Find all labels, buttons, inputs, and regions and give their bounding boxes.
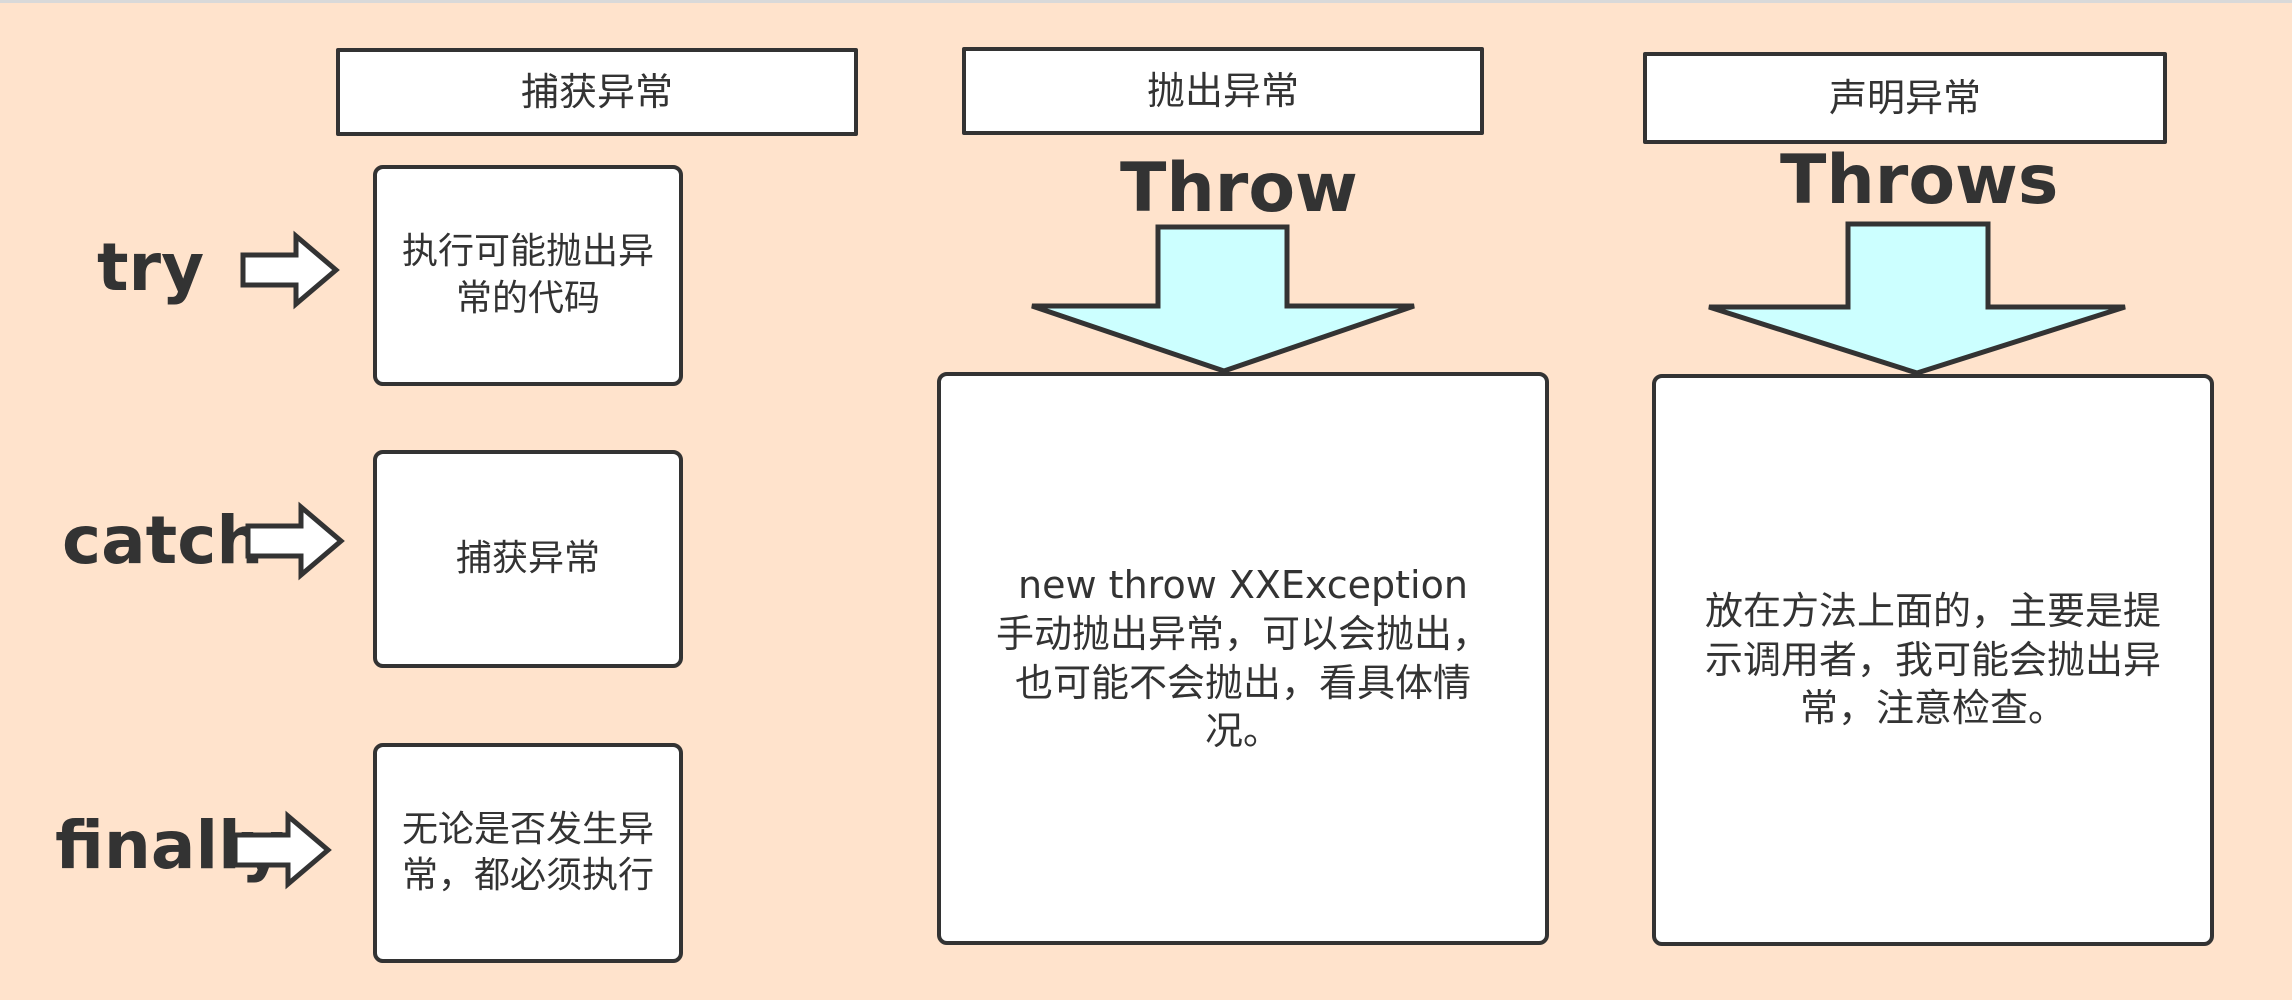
catch-description-box: 捕获异常 [373, 450, 683, 668]
catch-exception-title: 捕获异常 [520, 70, 673, 114]
try-keyword: try [97, 229, 205, 306]
throw-exception-header: 抛出异常 [962, 47, 1484, 135]
try-description: 执行可能抛出异常的代码 [401, 231, 654, 319]
catch-keyword: catch [62, 502, 264, 579]
throws-keyword: Throws [1780, 141, 2059, 220]
finally-description-box: 无论是否发生异常，都必须执行 [373, 743, 683, 963]
throws-description-box: 放在方法上面的，主要是提示调用者，我可能会抛出异常，注意检查。 [1652, 374, 2214, 946]
catch-arrow-icon [245, 501, 345, 581]
throw-keyword: Throw [1120, 149, 1358, 228]
throw-down-arrow-icon [1031, 224, 1415, 374]
throws-description: 放在方法上面的，主要是提示调用者，我可能会抛出异常，注意检查。 [1704, 589, 2161, 731]
declare-exception-header: 声明异常 [1643, 52, 2167, 144]
throws-down-arrow-icon [1708, 221, 2126, 376]
throw-description: new throw XXException 手动抛出异常，可以会抛出，也可能不会… [995, 563, 1490, 754]
declare-exception-title: 声明异常 [1828, 76, 1981, 120]
finally-description: 无论是否发生异常，都必须执行 [401, 808, 654, 896]
try-description-box: 执行可能抛出异常的代码 [373, 165, 683, 386]
finally-arrow-icon [232, 810, 332, 890]
try-arrow-icon [240, 230, 340, 310]
throw-description-box: new throw XXException 手动抛出异常，可以会抛出，也可能不会… [937, 372, 1549, 945]
throw-exception-title: 抛出异常 [1146, 69, 1299, 113]
catch-description: 捕获异常 [455, 537, 600, 579]
catch-exception-header: 捕获异常 [336, 48, 858, 136]
